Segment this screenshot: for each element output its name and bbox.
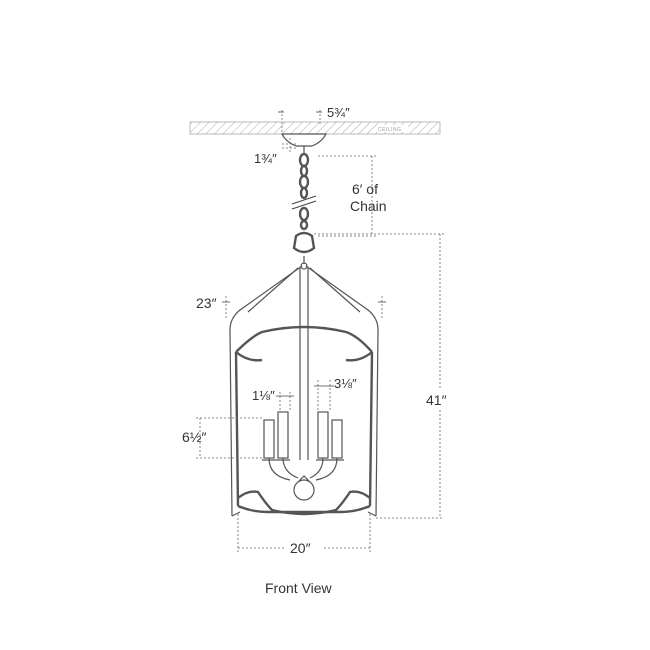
dim-chain-length-label: 6′ of bbox=[352, 181, 378, 197]
lantern-frame bbox=[229, 265, 379, 517]
chain bbox=[291, 152, 317, 231]
dim-candle-spacing: 3⅛″ bbox=[314, 376, 357, 412]
candle-cluster bbox=[262, 411, 344, 501]
dim-canopy-width-label: 5¾″ bbox=[327, 105, 350, 120]
dim-canopy-height-label: 1¾″ bbox=[254, 151, 277, 166]
top-finial bbox=[292, 231, 316, 270]
dim-bottom-width: 20″ bbox=[237, 514, 371, 556]
view-caption: Front View bbox=[265, 580, 333, 596]
dim-top-width: 23″ bbox=[196, 295, 386, 318]
dim-candle-height-label: 6½″ bbox=[182, 429, 206, 445]
dim-canopy-width: 5¾″ bbox=[278, 105, 350, 132]
dim-candle-diameter: 1⅛″ bbox=[252, 388, 294, 412]
dim-chain: 6′ of Chain bbox=[318, 155, 387, 237]
dim-candle-diameter-label: 1⅛″ bbox=[252, 388, 275, 403]
dim-top-width-label: 23″ bbox=[196, 295, 217, 311]
dim-canopy-height: 1¾″ bbox=[254, 138, 296, 166]
canopy bbox=[281, 133, 327, 154]
ceiling-label: CEILING bbox=[378, 127, 402, 133]
dim-chain-unit-label: Chain bbox=[350, 198, 387, 214]
dim-overall-height: 41″ bbox=[314, 233, 460, 519]
dim-overall-height-label: 41″ bbox=[426, 392, 447, 408]
dim-bottom-width-label: 20″ bbox=[290, 540, 311, 556]
dim-candle-height: 6½″ bbox=[182, 417, 264, 459]
dim-candle-spacing-label: 3⅛″ bbox=[334, 376, 357, 391]
ceiling: CEILING bbox=[189, 121, 441, 135]
